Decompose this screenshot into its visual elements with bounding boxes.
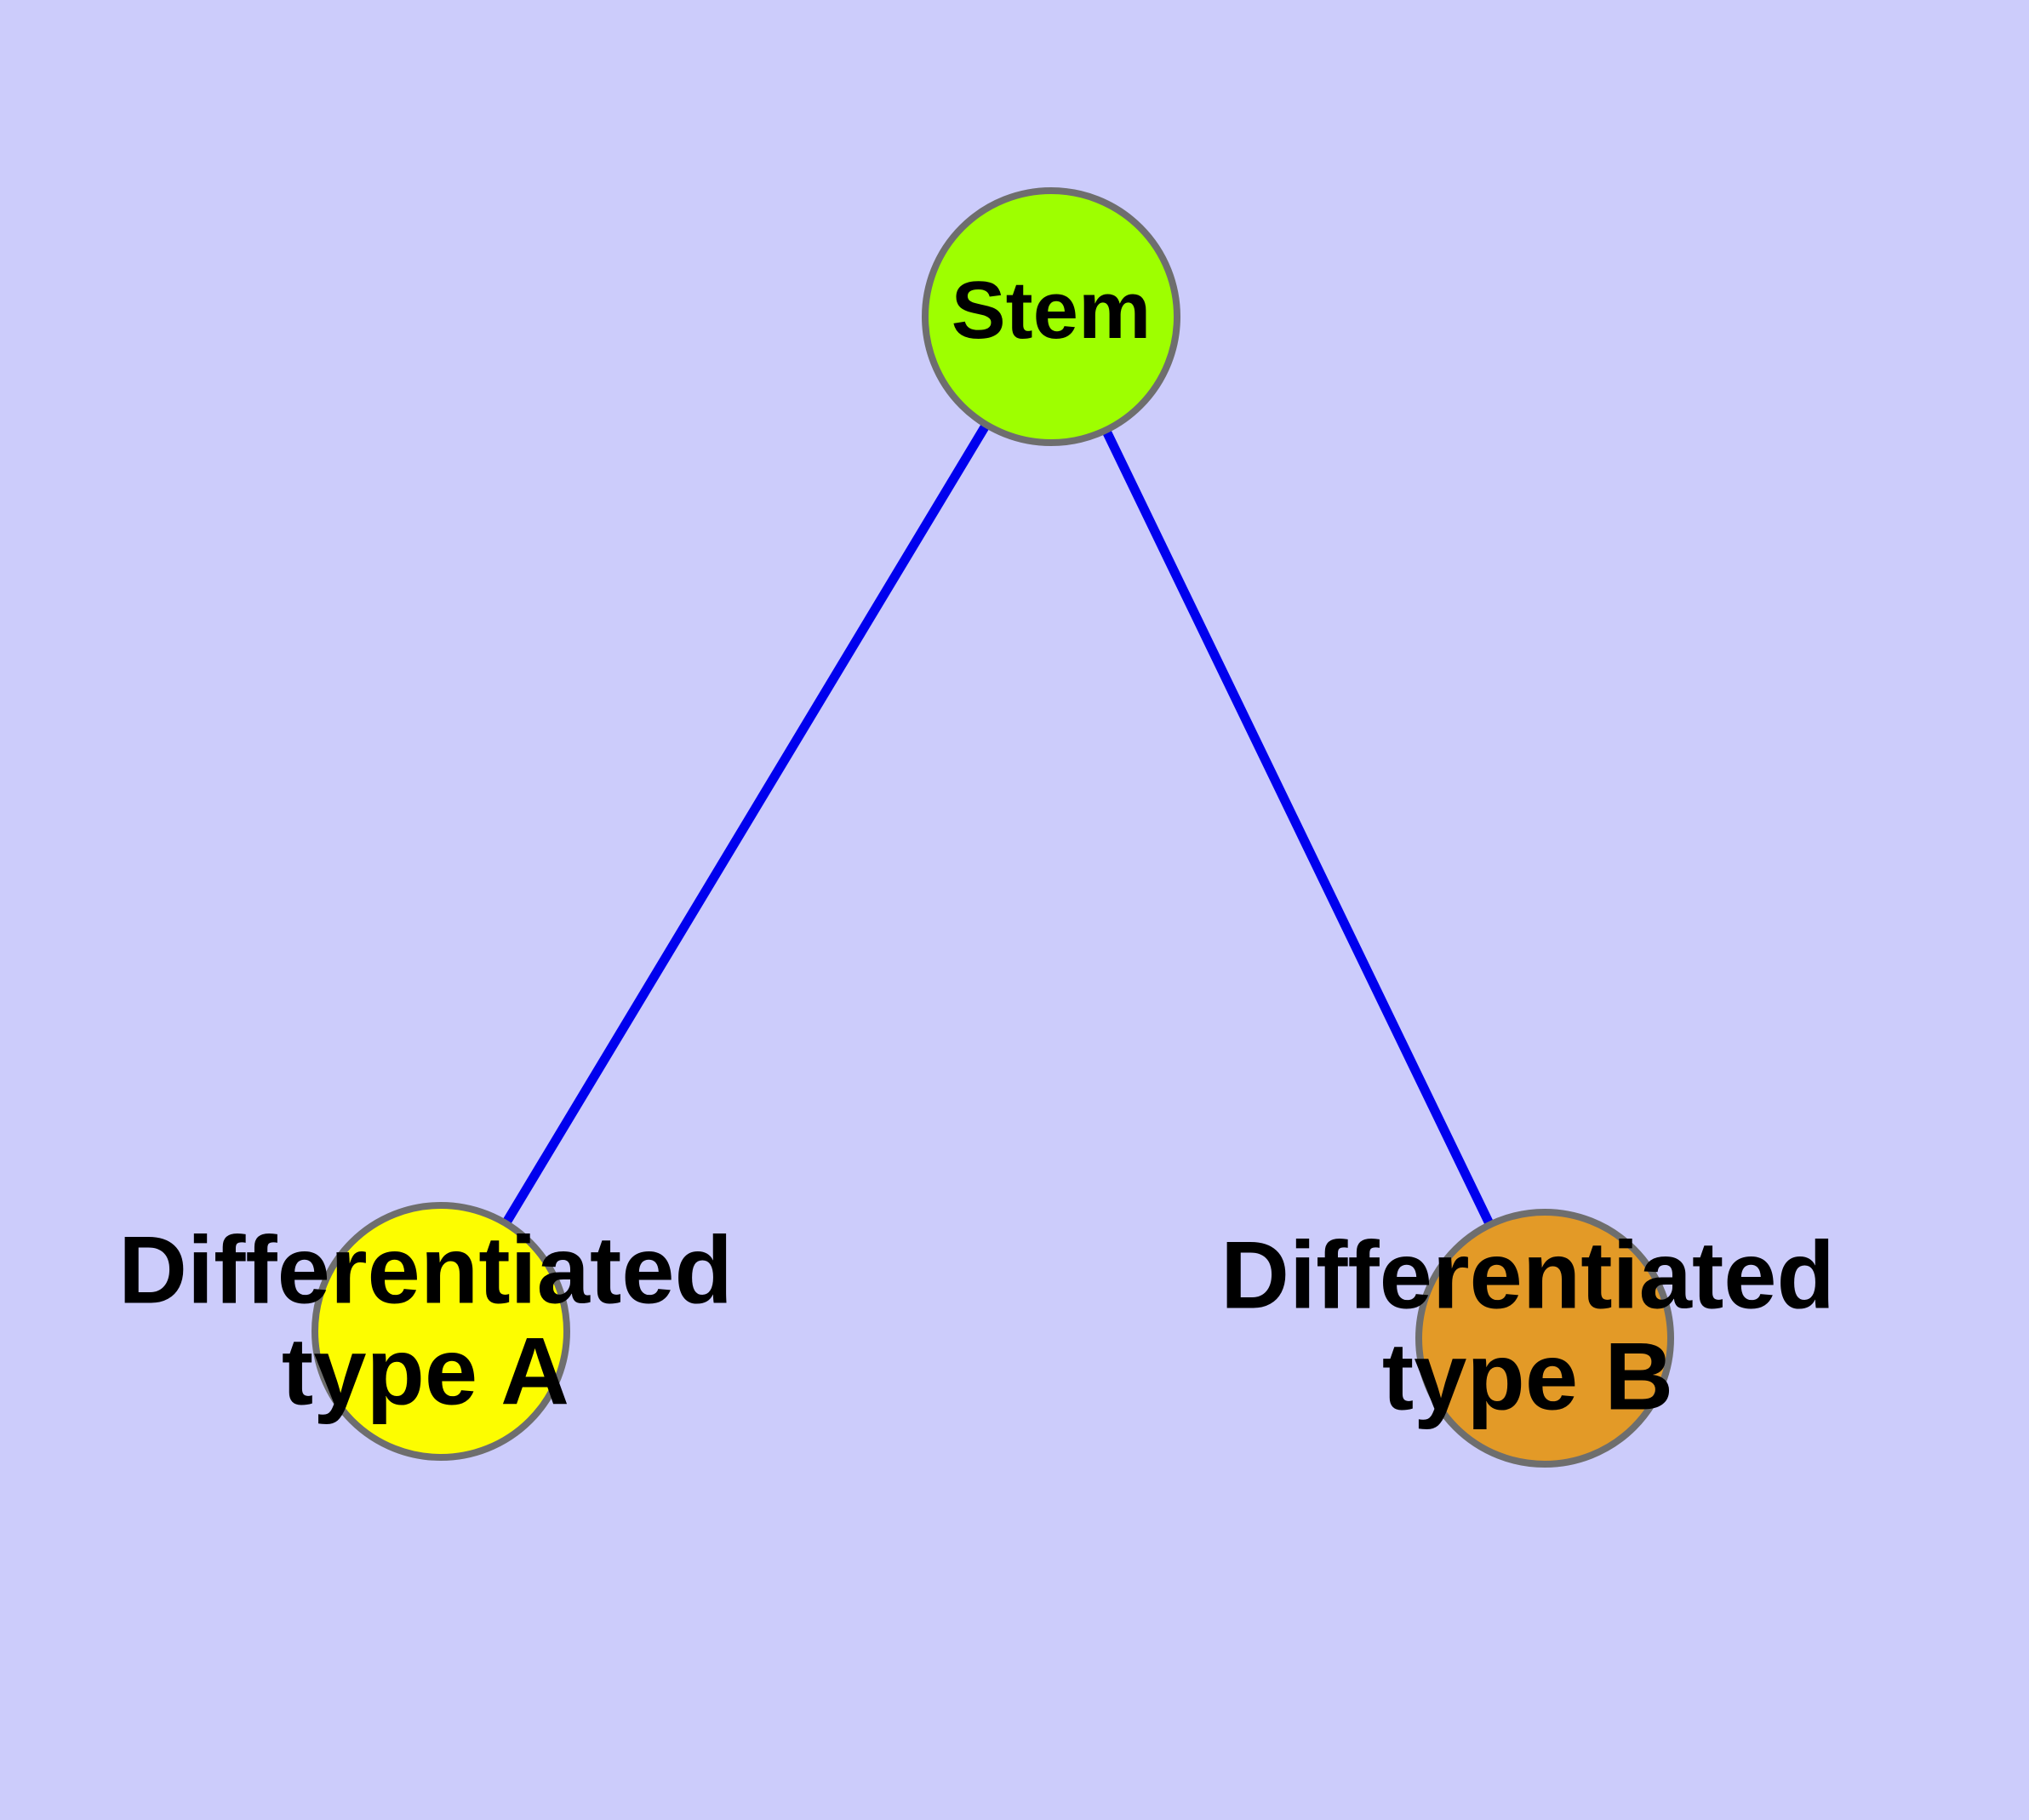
edge-stem-to-diff_b[interactable]	[1047, 314, 1549, 1341]
node-circle-diff_a[interactable]	[311, 1202, 570, 1461]
edges-layer	[437, 314, 1549, 1341]
node-stem[interactable]: Stem	[922, 187, 1180, 446]
node-label-line: Stem	[952, 265, 1152, 356]
edge-stem-to-diff_a[interactable]	[437, 314, 1055, 1334]
node-label-line: type B	[1382, 1323, 1673, 1429]
node-circle-stem[interactable]	[922, 187, 1180, 446]
node-label-line: type A	[282, 1318, 569, 1424]
node-label-line: Differentiated	[118, 1216, 733, 1323]
node-label-line: Differentiated	[1220, 1222, 1835, 1328]
node-label-stem: Stem	[952, 265, 1152, 356]
node-circle-diff_b[interactable]	[1415, 1209, 1674, 1468]
